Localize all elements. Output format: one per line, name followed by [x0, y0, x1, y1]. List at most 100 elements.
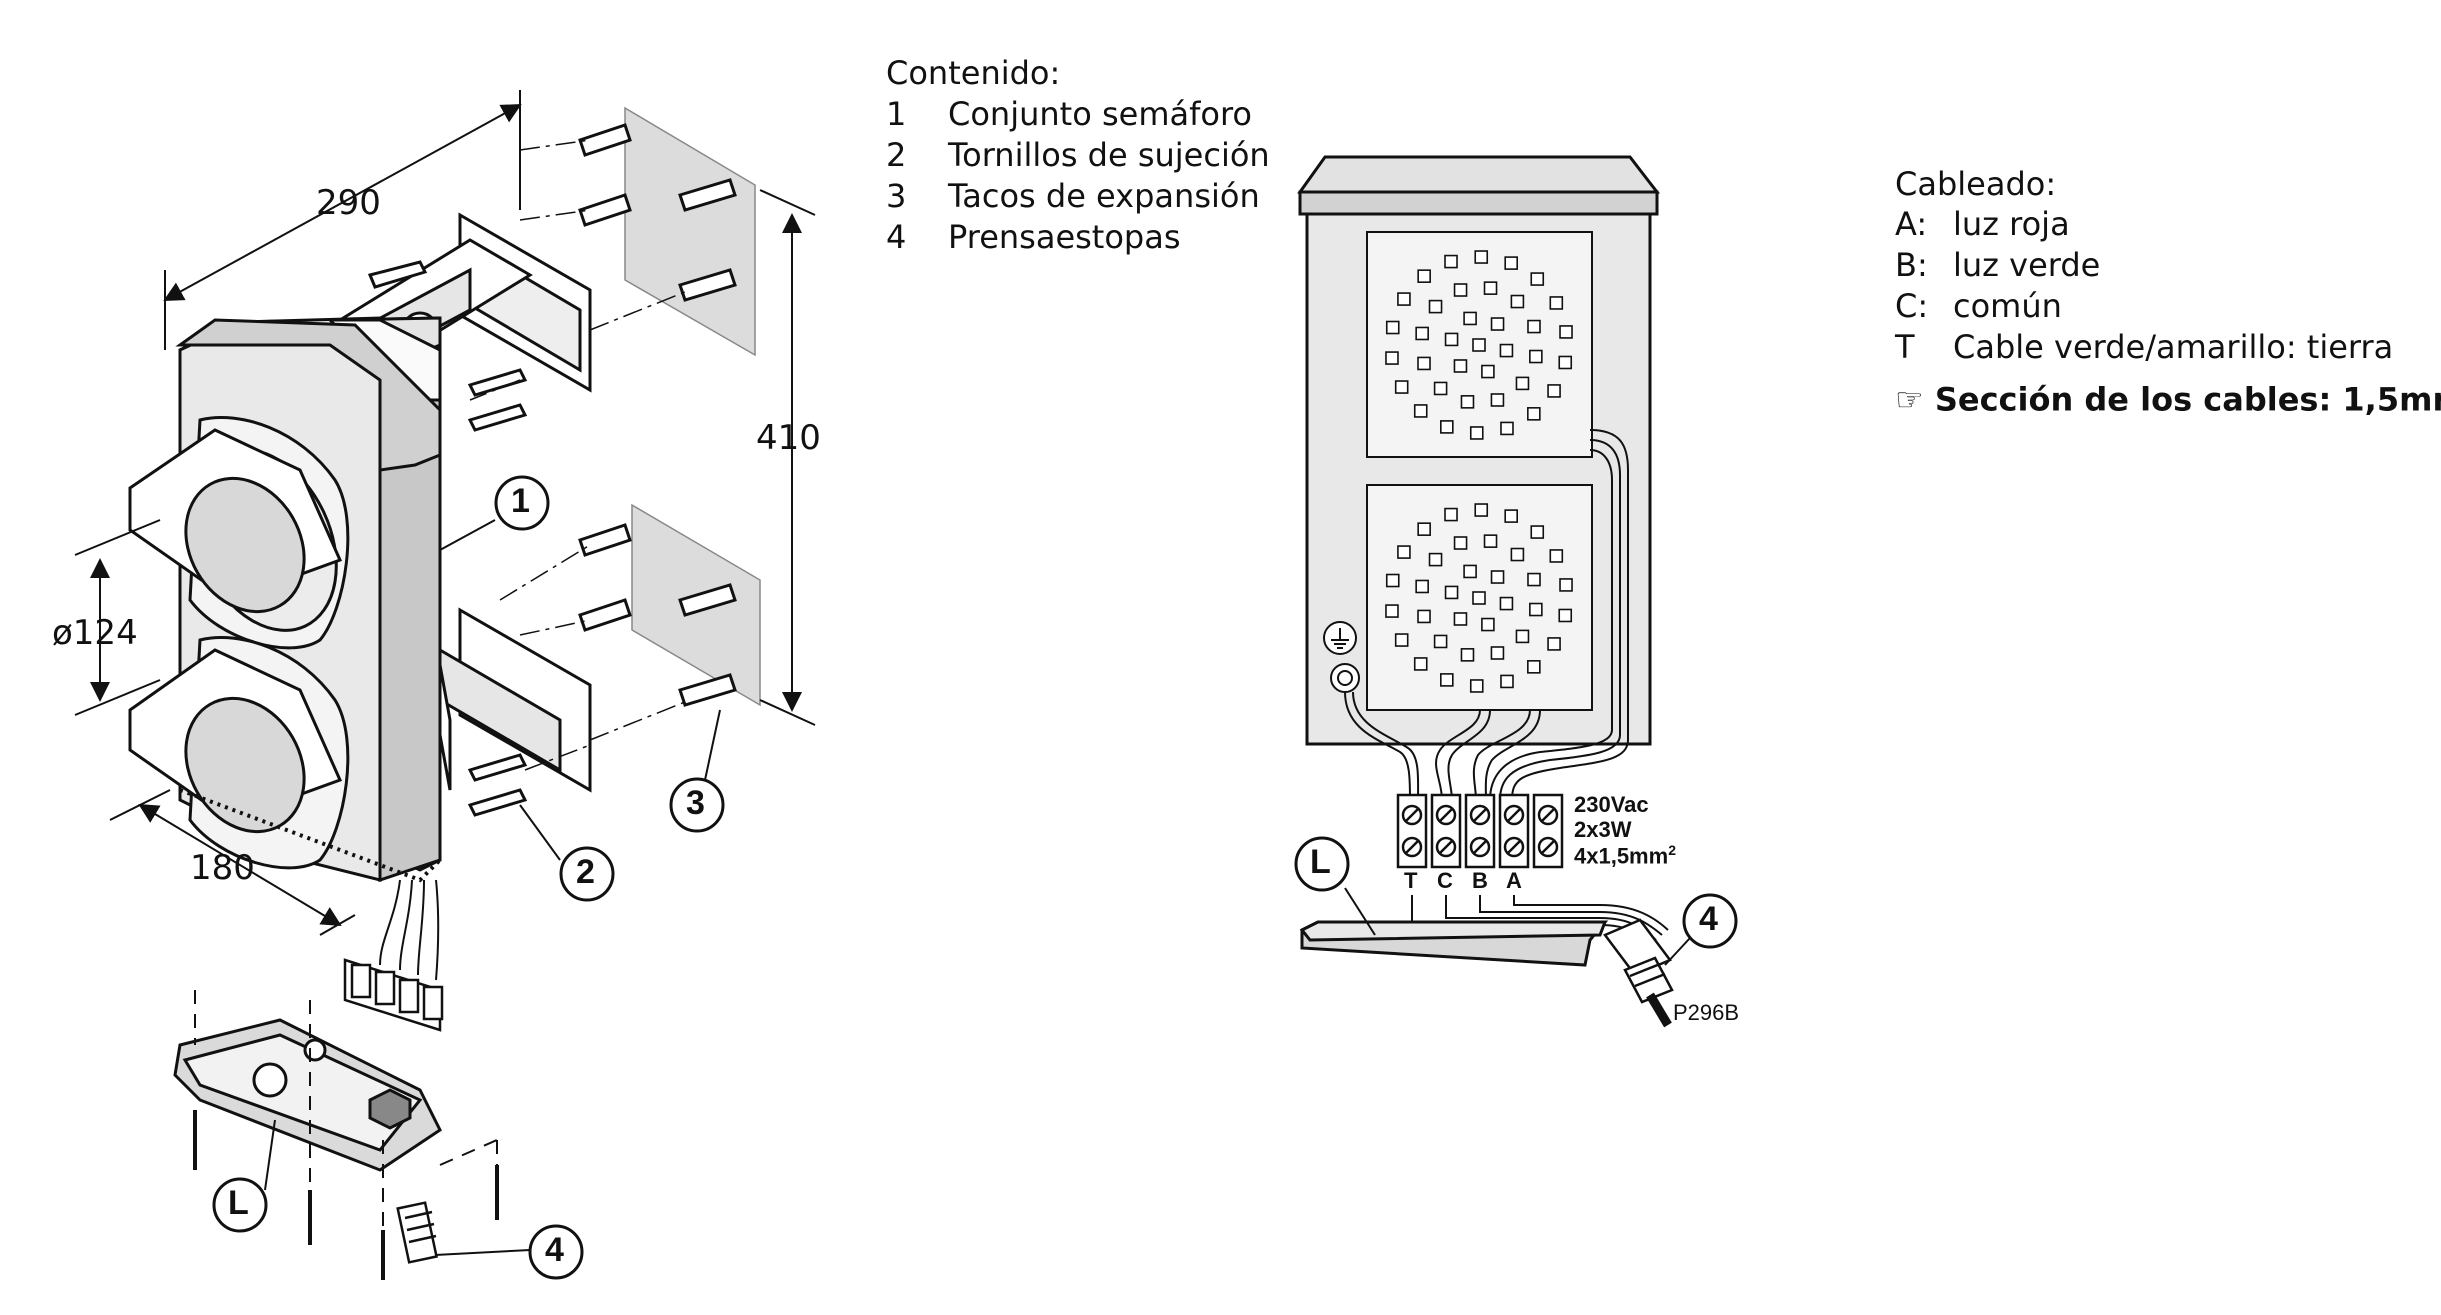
contents-item-label: Tacos de expansión: [948, 177, 1260, 215]
cable-section-note: ☞ Sección de los cables: 1,5mm2: [1895, 380, 2441, 419]
led-dot: [1428, 299, 1443, 314]
wiring-item-label: luz roja: [1953, 205, 2070, 243]
traffic-light-housing: [128, 316, 442, 883]
led-dot: [1490, 393, 1505, 407]
contents-item-label: Prensaestopas: [948, 218, 1181, 256]
upper-signal-lens: [128, 416, 350, 650]
wiring-item-key: A:: [1895, 205, 1928, 243]
terminal-label-C: C: [1437, 868, 1453, 893]
base-plate-right: [1299, 920, 1609, 967]
housing-wires: [379, 879, 440, 981]
terminal-spec-voltage: 230Vac: [1574, 792, 1649, 817]
led-matrix-upper: [1385, 250, 1573, 440]
contents-item-label: Tornillos de sujeción: [948, 136, 1270, 174]
led-dot: [1428, 552, 1443, 567]
led-dot: [1474, 250, 1489, 264]
led-dot: [1415, 579, 1429, 594]
wiring-item-label: Cable verde/amarillo: tierra: [1953, 328, 2394, 366]
contents-item-num: 2: [886, 136, 907, 174]
led-dot: [1500, 421, 1514, 436]
led-dot: [1444, 254, 1458, 269]
led-dot: [1463, 564, 1477, 579]
cable-gland-right: [1603, 918, 1674, 1004]
led-dot: [1481, 364, 1495, 379]
led-dot: [1527, 407, 1541, 421]
led-dot: [1444, 332, 1459, 347]
led-dot: [1527, 660, 1541, 674]
led-dot: [1453, 612, 1468, 626]
led-dot: [1460, 648, 1475, 662]
figure-code: P296B: [1673, 1000, 1740, 1025]
led-dot: [1417, 522, 1431, 536]
callout-1: 1: [511, 482, 530, 520]
contents-item-num: 4: [886, 218, 907, 256]
terminal-label-B: B: [1472, 868, 1488, 893]
ground-symbol-icon: [1323, 621, 1360, 693]
led-dot: [1504, 256, 1518, 270]
led-dot: [1558, 608, 1573, 623]
contents-item-num: 3: [886, 177, 907, 215]
contents-item-num: 1: [886, 95, 907, 133]
led-dot: [1453, 536, 1468, 550]
led-dot: [1417, 269, 1431, 283]
terminal-block: [1396, 793, 1564, 869]
led-dot: [1549, 296, 1564, 310]
led-dot: [1460, 395, 1475, 409]
terminal-label-T: T: [1404, 868, 1418, 893]
led-dot: [1559, 325, 1573, 339]
terminal-spec-power: 2x3W: [1574, 817, 1632, 842]
terminal-spec-cable-text: 4x1,5mm: [1574, 843, 1669, 869]
led-dot: [1394, 380, 1409, 394]
contents-item: 4 Prensaestopas: [886, 218, 1181, 256]
led-dot: [1549, 549, 1564, 563]
wall-screws-lower: [467, 523, 737, 817]
led-dot: [1547, 384, 1561, 398]
led-dot: [1481, 617, 1495, 632]
led-dot: [1510, 547, 1525, 562]
wiring-item-label: común: [1953, 287, 2062, 325]
led-dot: [1472, 591, 1486, 605]
contents-item: 2 Tornillos de sujeción: [886, 136, 1270, 174]
led-dot: [1453, 359, 1468, 373]
led-dot: [1417, 356, 1431, 371]
led-dot: [1385, 320, 1400, 335]
wiring-item-key: B:: [1895, 246, 1928, 284]
callout-4-right: 4: [1699, 900, 1718, 938]
led-dot: [1440, 420, 1454, 434]
led-dot: [1559, 578, 1573, 592]
terminal-spec-cable-sup: 2: [1668, 842, 1676, 858]
led-dot: [1529, 349, 1543, 364]
led-dot: [1394, 633, 1409, 647]
led-dot: [1490, 570, 1505, 584]
pointing-hand-icon: ☞: [1895, 380, 1924, 419]
terminal-label-A: A: [1506, 868, 1522, 893]
led-dot: [1490, 317, 1505, 331]
led-dot: [1483, 534, 1498, 548]
led-dot: [1385, 604, 1399, 618]
led-dot: [1440, 673, 1454, 687]
led-dot: [1415, 326, 1429, 341]
wiring-item-key: C:: [1895, 287, 1929, 325]
dimension-depth: 180: [190, 848, 255, 888]
wiring-item: A: luz roja: [1895, 205, 2070, 243]
led-dot: [1463, 311, 1477, 326]
led-dot: [1413, 657, 1428, 671]
led-dot: [1385, 573, 1400, 588]
led-dot: [1499, 596, 1514, 611]
wiring-item-key: T: [1895, 328, 1915, 366]
led-dot: [1500, 674, 1514, 689]
led-dot: [1469, 679, 1484, 693]
led-dot: [1558, 355, 1573, 370]
wiring-title: Cableado:: [1895, 165, 2057, 203]
internal-wires: [1344, 429, 1629, 801]
base-cover-plate: [173, 1018, 442, 1172]
wiring-item: C: común: [1895, 287, 2062, 325]
led-dot: [1444, 507, 1458, 522]
led-matrix-lower: [1385, 503, 1573, 693]
cable-section-text: Sección de los cables: 1,5mm: [1934, 380, 2441, 419]
led-dot: [1504, 509, 1518, 523]
contents-item: 3 Tacos de expansión: [886, 177, 1260, 215]
